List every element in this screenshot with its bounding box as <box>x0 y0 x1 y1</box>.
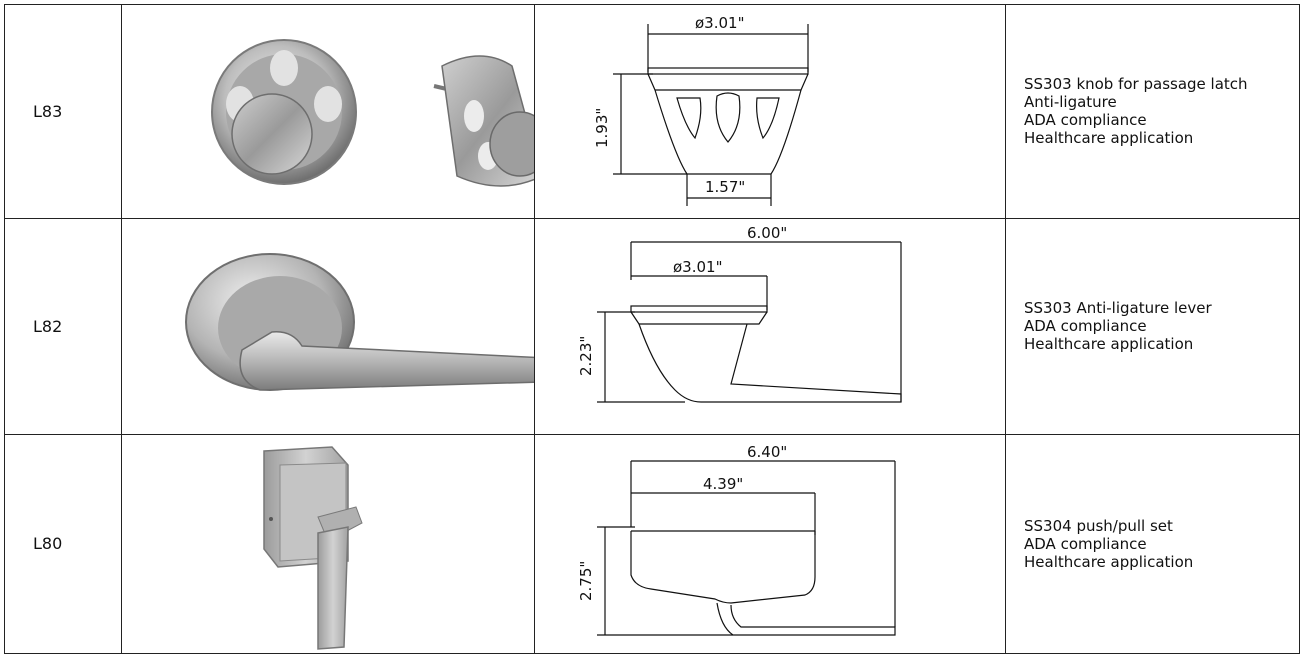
description-line: Healthcare application <box>1024 552 1194 571</box>
description-line: ADA compliance <box>1024 111 1147 130</box>
model-code: L82 <box>4 217 122 435</box>
knob-dimension-drawing-icon: ø3.01" 1.93" 1.57" <box>593 14 809 207</box>
description-line: Anti-ligature <box>1024 93 1117 112</box>
push-pull-photo-icon <box>263 446 363 650</box>
model-code: L83 <box>4 4 122 219</box>
description-cell: SS303 knob for passage latch Anti-ligatu… <box>1005 4 1300 219</box>
description-line: SS303 knob for passage latch <box>1024 75 1248 94</box>
dimension-drawing-cell: ø3.01" 1.93" 1.57" <box>534 4 1006 219</box>
table-row: L82 <box>4 217 1300 435</box>
product-spec-table: L83 <box>4 4 1300 655</box>
dimension-label: 6.00" <box>747 224 787 242</box>
description-line: ADA compliance <box>1024 534 1147 553</box>
product-photo-cell <box>121 433 535 655</box>
table-row: L80 <box>4 433 1300 655</box>
dimension-label: 1.93" <box>593 108 611 148</box>
dimension-label: 2.23" <box>577 336 595 376</box>
description-line: SS303 Anti-ligature lever <box>1024 299 1212 318</box>
table-row: L83 <box>4 4 1300 219</box>
dimension-label: ø3.01" <box>695 14 744 32</box>
lever-photo-icon <box>185 253 534 392</box>
dimension-label: 4.39" <box>703 475 743 493</box>
description-line: ADA compliance <box>1024 317 1147 336</box>
product-photo-cell <box>121 4 535 219</box>
description-cell: SS304 push/pull set ADA compliance Healt… <box>1005 433 1300 655</box>
dimension-label: ø3.01" <box>673 258 722 276</box>
lever-dimension-drawing-icon: 6.00" ø3.01" 2.23" <box>577 224 902 404</box>
product-photo-cell <box>121 217 535 435</box>
dimension-label: 6.40" <box>747 443 787 461</box>
description-cell: SS303 Anti-ligature lever ADA compliance… <box>1005 217 1300 435</box>
description-line: Healthcare application <box>1024 335 1194 354</box>
dimension-drawing-cell: 6.00" ø3.01" 2.23" <box>534 217 1006 435</box>
model-code: L80 <box>4 433 122 655</box>
dimension-label: 1.57" <box>705 178 745 196</box>
dimension-drawing-cell: 6.40" 4.39" 2.75" <box>534 433 1006 655</box>
description-line: Healthcare application <box>1024 129 1194 148</box>
dimension-label: 2.75" <box>577 561 595 601</box>
knob-photo-icon <box>211 39 534 188</box>
description-line: SS304 push/pull set <box>1024 516 1173 535</box>
push-pull-dimension-drawing-icon: 6.40" 4.39" 2.75" <box>577 443 896 636</box>
